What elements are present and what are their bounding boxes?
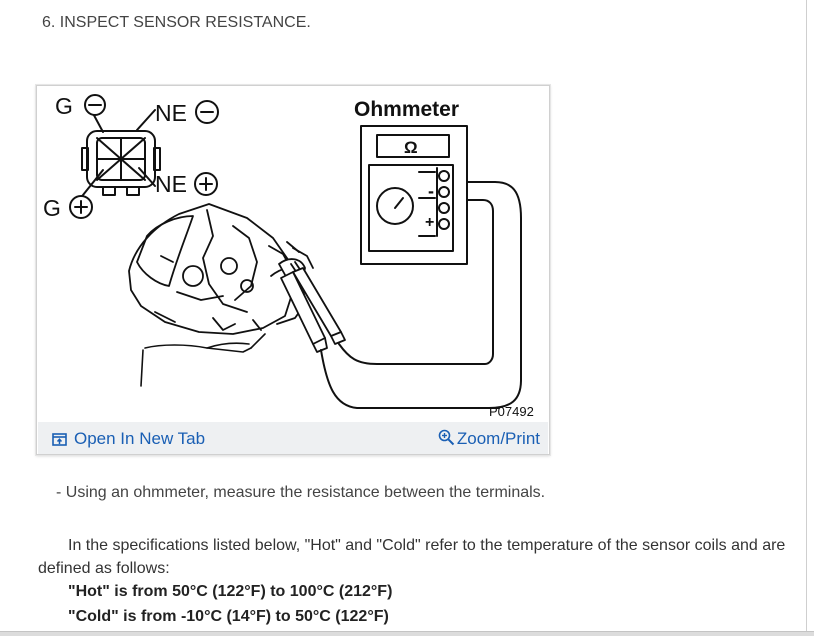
open-new-tab-icon [52,432,67,446]
label-g-plus: G [43,195,61,221]
probe-wire-upper [338,199,494,365]
hot-definition: "Hot" is from 50°C (122°F) to 100°C (212… [68,583,393,600]
test-probes [280,267,346,353]
sensor-diagram: G NE NE G Ohmmeter Ω - + P07492 [43,93,534,419]
step-title: 6. INSPECT SENSOR RESISTANCE. [42,14,311,31]
figure-code: P07492 [489,404,534,419]
spec-paragraph: In the specifications listed below, "Hot… [38,534,808,580]
sensor-body-drawing [128,203,314,335]
open-in-new-tab-label: Open In New Tab [74,429,206,448]
figure-toolbar: Open In New Tab Zoom/Print [38,422,548,454]
instruction-bullet: - Using an ohmmeter, measure the resista… [56,484,546,501]
label-omega: Ω [404,138,418,157]
cold-definition: "Cold" is from -10°C (14°F) to 50°C (122… [68,608,389,625]
label-g-minus: G [55,93,73,119]
zoom-in-icon [438,429,455,445]
figure-container: G NE NE G Ohmmeter Ω - + P07492 Open In … [36,85,550,455]
open-in-new-tab-link[interactable]: Open In New Tab [52,429,205,449]
zoom-print-label: Zoom/Print [456,429,540,448]
hand-drawing [140,333,266,387]
page-right-border [806,0,807,635]
ohmmeter-drawing [360,125,468,265]
bottom-scroll-strip [0,631,814,636]
label-positive: + [425,214,434,231]
zoom-print-link[interactable]: Zoom/Print [438,429,540,449]
spec-paragraph-text: In the specifications listed below, "Hot… [38,537,786,577]
label-negative: - [428,181,434,201]
connector-drawing [81,130,161,196]
label-ne-plus: NE [155,171,187,197]
label-ne-minus: NE [155,100,187,126]
label-ohmmeter: Ohmmeter [354,98,459,121]
probe-wire-lower [320,181,522,409]
